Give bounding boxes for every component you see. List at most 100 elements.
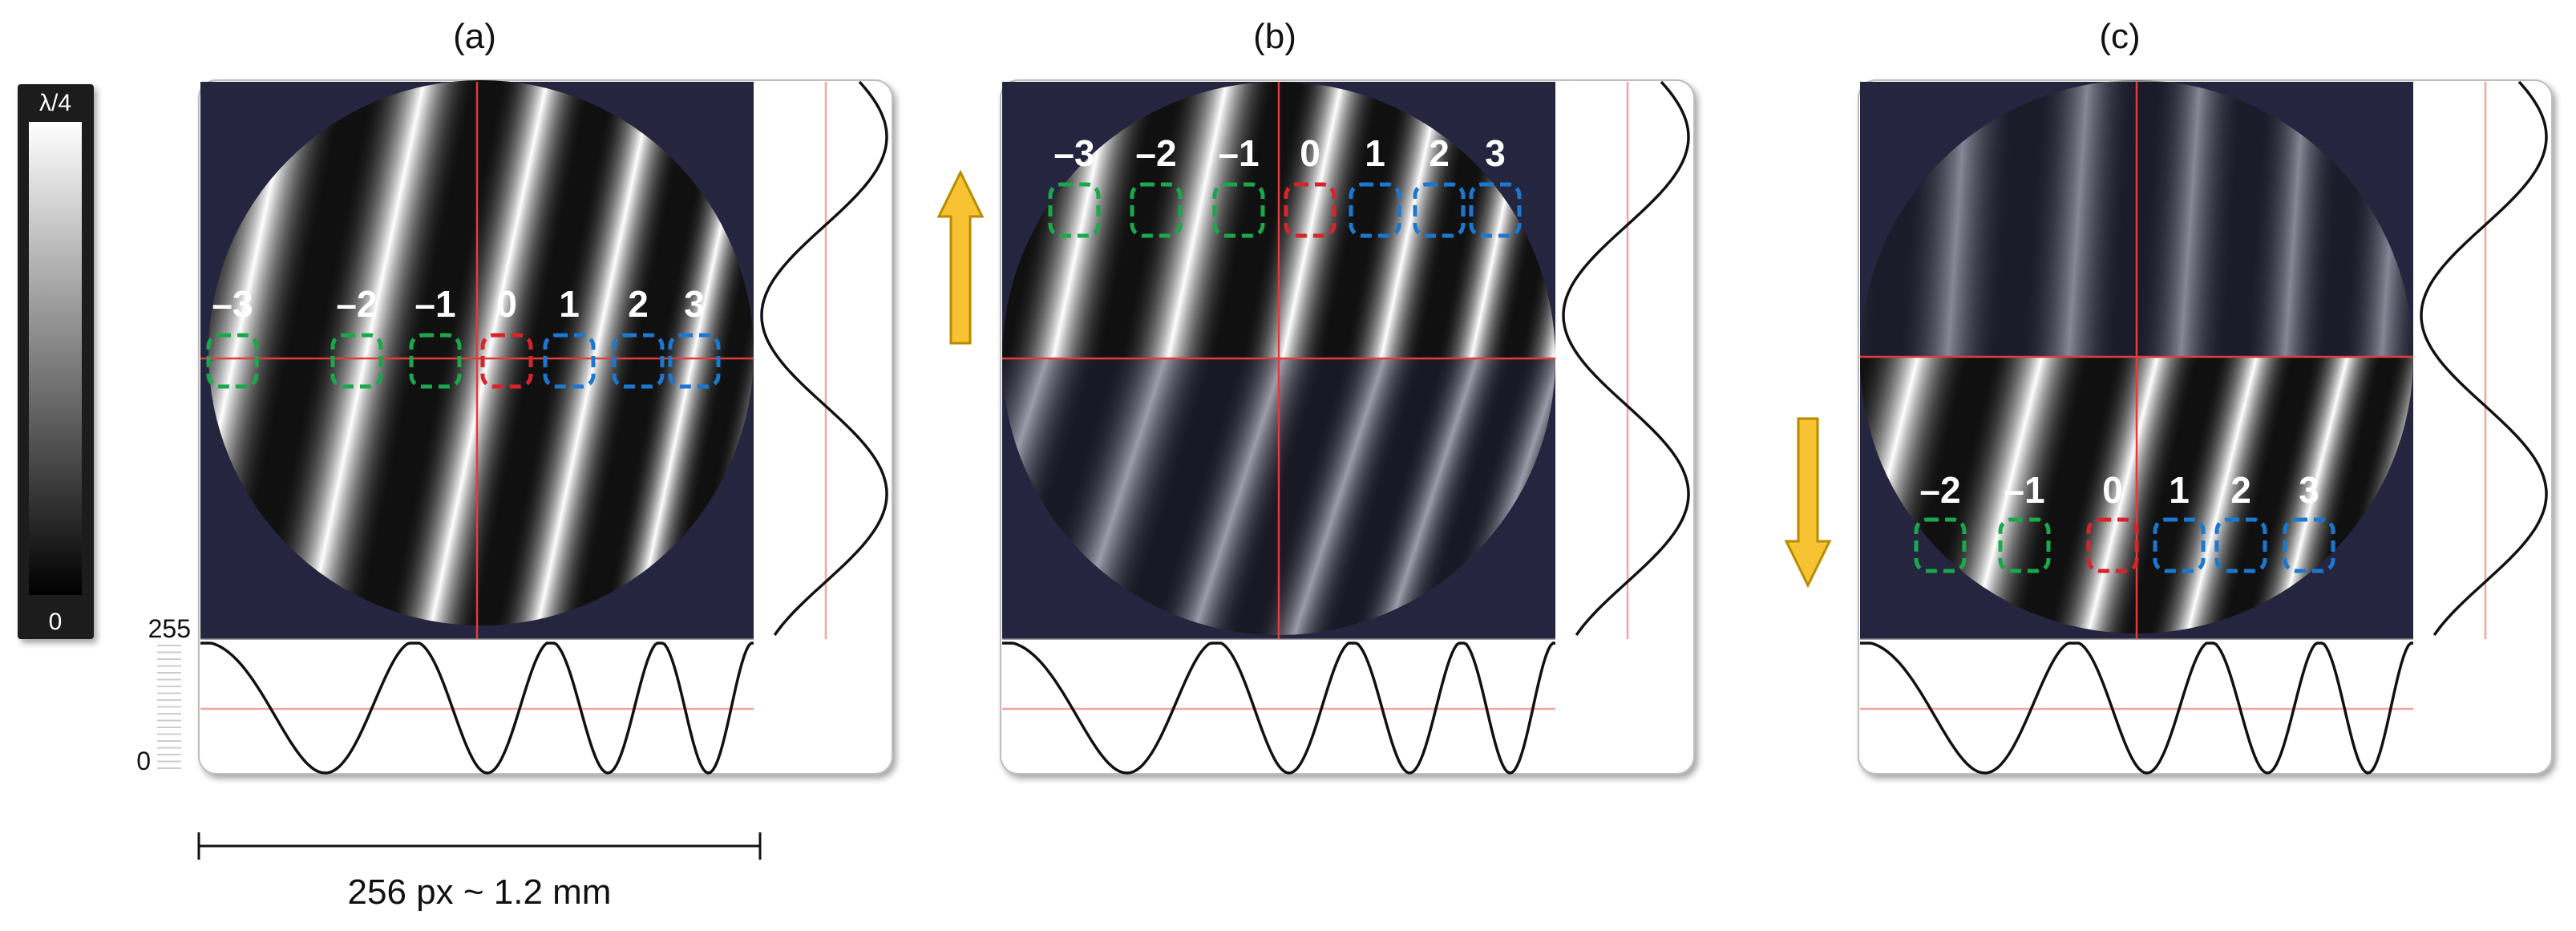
marker-box	[1469, 182, 1522, 238]
marker-label: –2	[1919, 469, 1960, 511]
intensity-profiles	[200, 80, 888, 775]
marker-red: 0	[480, 283, 533, 389]
colorbar: λ/4 0	[18, 84, 94, 639]
marker-label: –2	[336, 283, 377, 325]
marker-box	[480, 333, 533, 389]
fringe-stripe	[2211, 357, 2413, 633]
fringe-stripe	[1015, 358, 1335, 635]
fringe-stripe	[471, 80, 707, 625]
marker-box	[409, 333, 462, 389]
marker-box	[330, 333, 383, 389]
marker-green: –2	[330, 283, 383, 389]
marker-box	[1914, 517, 1967, 573]
marker-blue: 1	[1349, 132, 1401, 238]
horizontal-profile-curve	[1860, 642, 2413, 775]
vertical-profile-curve	[760, 80, 888, 637]
marker-red: 0	[1284, 132, 1337, 238]
vertical-profile-curve	[2420, 80, 2548, 637]
vertical-profile-curve	[1562, 80, 1690, 637]
marker-box	[1284, 182, 1337, 238]
marker-green: –1	[1998, 469, 2051, 573]
marker-box	[1998, 517, 2051, 573]
fringe-stripe	[2215, 80, 2353, 357]
marker-box	[2283, 517, 2335, 573]
marker-box	[206, 333, 259, 389]
marker-label: 3	[684, 283, 705, 325]
marker-label: –1	[1218, 132, 1259, 174]
marker-label: 3	[2299, 469, 2319, 511]
fringe-stripe	[1910, 357, 2183, 633]
marker-label: 1	[1365, 132, 1385, 174]
marker-blue: 2	[612, 283, 665, 389]
fringe-stripe	[1048, 82, 1297, 358]
marker-blue: 3	[2283, 469, 2335, 573]
marker-green: –2	[1914, 469, 1967, 573]
marker-blue: 3	[668, 283, 721, 389]
marker-blue: 2	[2214, 469, 2267, 573]
marker-label: 0	[1300, 132, 1320, 174]
marker-box	[2086, 517, 2139, 573]
colorbar-top-label: λ/4	[39, 90, 71, 116]
horizontal-profile-curve	[200, 642, 754, 775]
marker-blue: 3	[1469, 132, 1522, 238]
marker-label: 0	[2102, 469, 2123, 511]
marker-box	[1413, 182, 1466, 238]
marker-label: 1	[559, 283, 580, 325]
fringe-stripe	[1164, 82, 1400, 358]
up-arrow-icon	[936, 169, 985, 345]
fringe-stripe	[1311, 358, 1555, 635]
intensity-profiles	[1860, 80, 2548, 775]
marker-label: –2	[1135, 132, 1176, 174]
marker-blue: 2	[1413, 132, 1466, 238]
marker-box	[2214, 517, 2267, 573]
fringe-stripe	[2108, 80, 2253, 357]
intensity-axis-top: 255	[148, 614, 191, 643]
marker-box	[1048, 182, 1101, 238]
fringe-stripe	[1352, 82, 1555, 358]
marker-label: 1	[2169, 469, 2190, 511]
marker-red: 0	[2086, 469, 2139, 573]
colorbar-gradient	[29, 122, 82, 595]
panel-label: (c)	[2099, 17, 2140, 56]
horizontal-profile-curve	[1002, 642, 1555, 775]
marker-label: 2	[628, 283, 649, 325]
scale-bar-label: 256 px ~ 1.2 mm	[348, 872, 612, 912]
marker-label: 2	[1429, 132, 1450, 174]
scale-bar: 256 px ~ 1.2 mm	[197, 832, 762, 912]
marker-label: –1	[415, 283, 455, 325]
marker-blue: 1	[2153, 469, 2206, 573]
fringe-stripe	[1129, 358, 1435, 635]
fringe-stripe	[1002, 82, 1187, 358]
down-arrow-icon	[1784, 417, 1832, 589]
marker-label: –3	[212, 283, 253, 325]
marker-green: –1	[409, 283, 462, 389]
marker-label: 0	[496, 283, 517, 325]
marker-blue: 1	[543, 283, 596, 389]
marker-box	[1349, 182, 1401, 238]
marker-box	[668, 333, 721, 389]
marker-box	[1130, 182, 1183, 238]
marker-box	[2153, 517, 2206, 573]
marker-green: –2	[1130, 132, 1183, 238]
panel-label: (b)	[1253, 17, 1296, 56]
fringe-stripe	[1262, 82, 1490, 358]
colorbar-bottom-label: 0	[49, 609, 63, 635]
marker-label: 2	[2230, 469, 2251, 511]
marker-box	[543, 333, 596, 389]
fringe-stripe	[366, 80, 609, 625]
fringe-stripe	[1223, 358, 1523, 635]
panel-label: (a)	[453, 17, 496, 56]
marker-green: –1	[1212, 132, 1265, 238]
intensity-profiles	[1002, 80, 1690, 775]
marker-box	[612, 333, 665, 389]
marker-green: –3	[206, 283, 259, 389]
fringe-stripe	[241, 80, 498, 625]
marker-label: 3	[1485, 132, 1506, 174]
